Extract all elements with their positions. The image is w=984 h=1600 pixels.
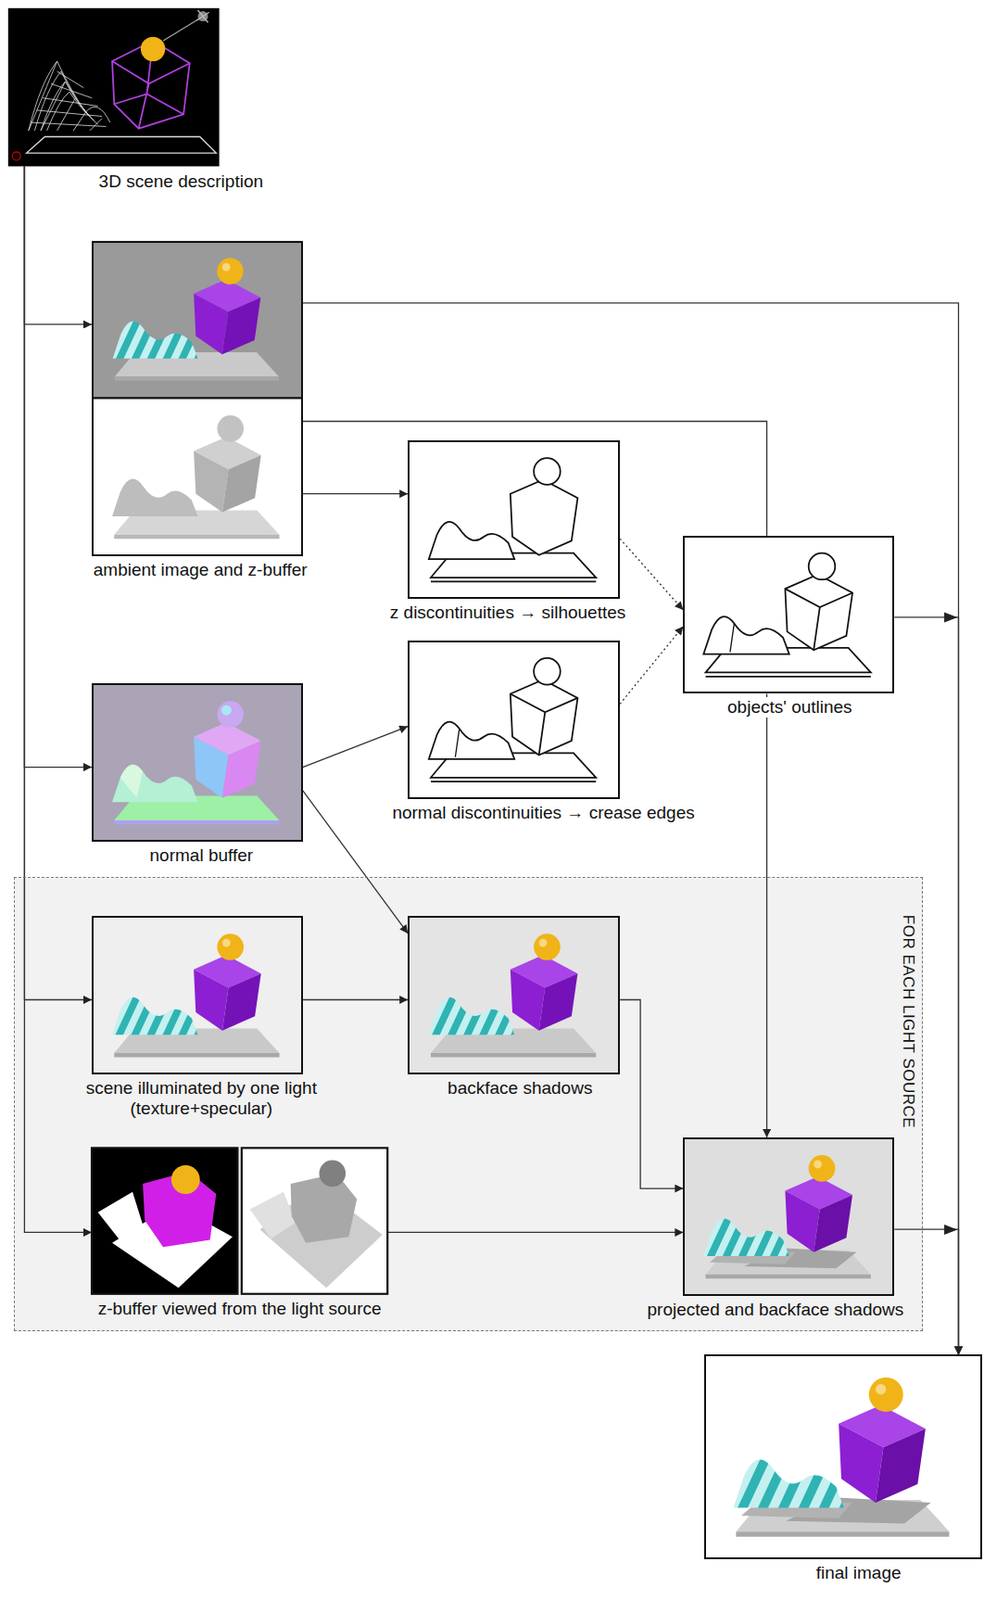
lit-image — [91, 915, 303, 1074]
image-frame: scene illuminated by one light (texture+… — [91, 915, 303, 1074]
connector — [24, 165, 92, 325]
loop-region: scene illuminated by one light (texture+… — [13, 876, 923, 1331]
image-frame: z discontinuities → silhouettes — [407, 440, 620, 599]
image-caption: backface shadows — [444, 1077, 595, 1098]
backface-image — [407, 915, 620, 1074]
image-caption: normal buffer — [147, 845, 257, 866]
image-frame: ambient image and z-buffer — [91, 240, 303, 556]
image-caption: ambient image and z-buffer — [90, 559, 311, 581]
final-image — [704, 1354, 982, 1559]
connector — [619, 538, 683, 610]
outline-image — [682, 535, 895, 694]
ambient-and-depth-images — [91, 240, 303, 556]
wireframe-scene — [8, 8, 220, 167]
image-frame: projected and backface shadows — [682, 1136, 895, 1296]
loop-region-ground — [13, 877, 923, 1332]
image-caption: normal discontinuities → crease edges — [389, 802, 697, 823]
connector — [302, 421, 768, 1138]
connector — [619, 999, 683, 1189]
image-frame: z-buffer viewed from the light source — [91, 1147, 388, 1293]
connector — [894, 1228, 959, 1354]
image-caption: z-buffer viewed from the light source — [95, 1298, 385, 1319]
connector — [302, 726, 408, 768]
connector — [24, 165, 92, 999]
connector — [619, 626, 683, 705]
silhouette-image — [407, 441, 620, 600]
image-frame: final image — [704, 1353, 982, 1558]
light-view-images — [91, 1147, 388, 1293]
image-caption: objects' outlines — [724, 696, 856, 718]
image-caption: z discontinuities → silhouettes — [387, 602, 630, 623]
connector — [387, 1231, 683, 1233]
image-frame: normal buffer — [91, 682, 303, 842]
image-caption: projected and backface shadows — [644, 1299, 908, 1320]
projected-shadow-image — [682, 1136, 895, 1296]
normal-image — [91, 683, 303, 843]
image-caption: 3D scene description — [96, 171, 266, 192]
image-frame: backface shadows — [407, 915, 620, 1074]
loop-label: FOR EACH LIGHT SOURCE — [899, 910, 919, 1130]
connector — [24, 165, 92, 1232]
image-caption: final image — [813, 1562, 905, 1583]
connector — [302, 998, 408, 1000]
crease-image — [407, 640, 620, 799]
connector — [24, 165, 92, 767]
image-frame: objects' outlines — [682, 535, 895, 694]
connector — [894, 617, 959, 1355]
image-frame: 3D scene description — [8, 8, 220, 167]
connector — [302, 302, 959, 1355]
image-caption: scene illuminated by one light (texture+… — [53, 1077, 349, 1119]
junction-arrowheads — [944, 611, 958, 1234]
connector — [302, 492, 408, 494]
image-frame: normal discontinuities → crease edges — [407, 640, 620, 799]
